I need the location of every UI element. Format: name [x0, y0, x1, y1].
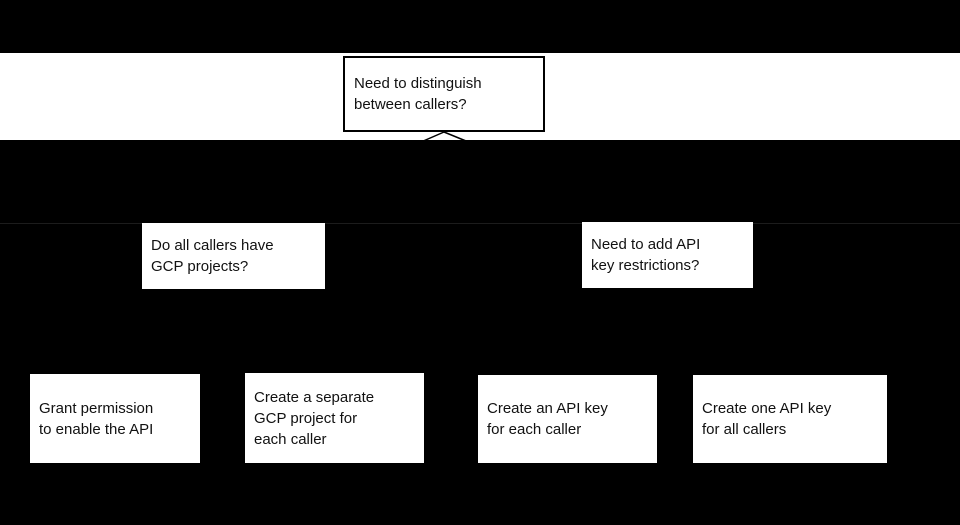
connector-q2-a2: [232, 288, 335, 375]
decision-box-api-key-restrictions: Need to add API key restrictions?: [582, 222, 753, 288]
connector-q3-a4: [666, 287, 791, 377]
divider-line: [0, 223, 960, 224]
action-box-grant-permission: Grant permission to enable the API: [30, 374, 200, 463]
connector-q1-q3: [443, 131, 668, 224]
action-box-one-api-key-all-callers: Create one API key for all callers: [693, 375, 887, 463]
connector-q1-q2: [232, 131, 445, 225]
connector-q2-a1: [114, 288, 234, 376]
decision-box-callers-have-gcp-projects: Do all callers have GCP projects?: [142, 223, 325, 289]
connector-q3-a3: [566, 287, 668, 377]
action-box-api-key-each-caller: Create an API key for each caller: [478, 375, 657, 463]
action-box-separate-gcp-project: Create a separate GCP project for each c…: [245, 373, 424, 463]
decision-box-distinguish-callers: Need to distinguish between callers?: [343, 56, 545, 132]
